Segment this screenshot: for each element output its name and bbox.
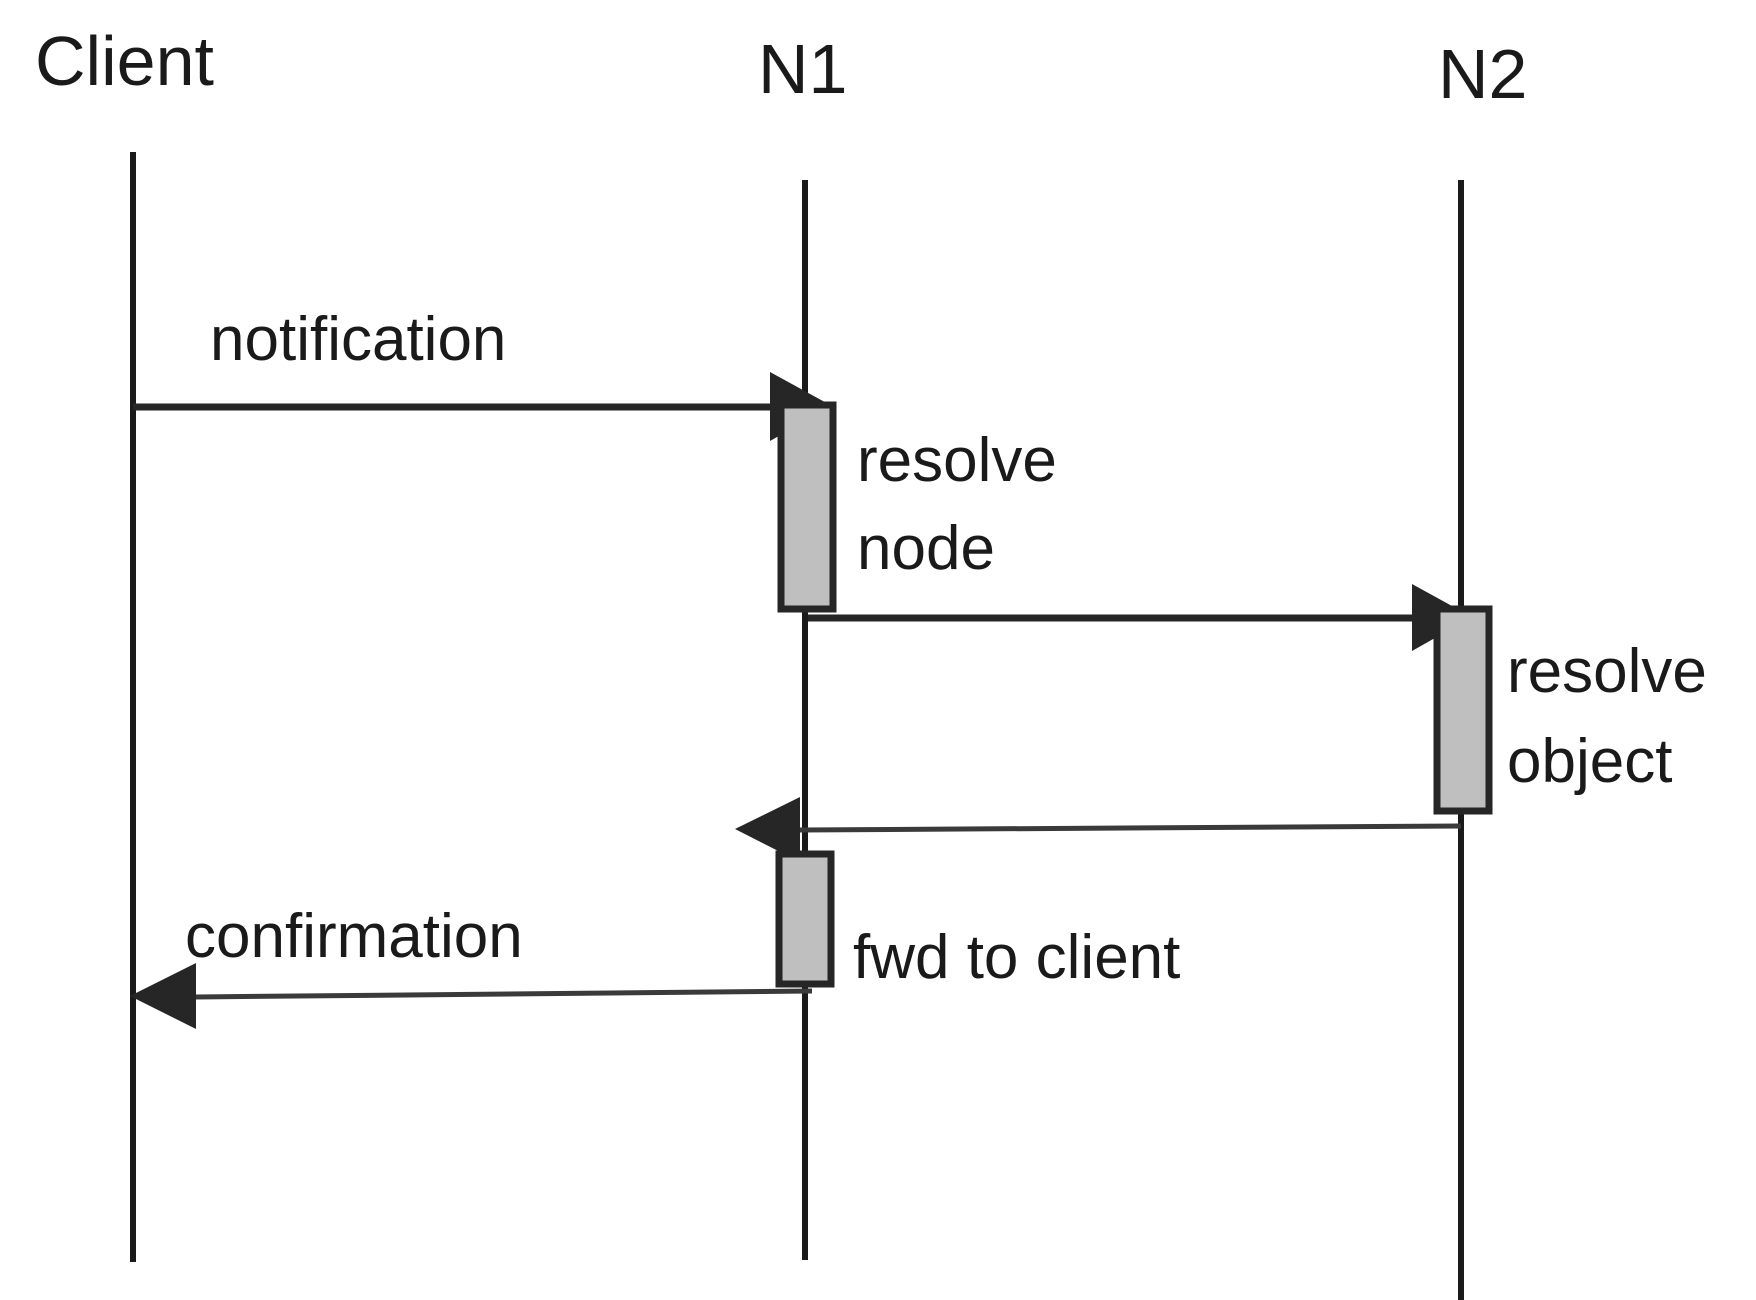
activation-bar-resolve-node — [777, 401, 837, 613]
activation-label-resolve-node-line2: node — [857, 514, 995, 583]
activation-bar-resolve-object — [1433, 605, 1493, 815]
message-arrow-resolve-reply — [799, 823, 1462, 833]
activation-label-resolve-object-line1: resolve — [1507, 637, 1707, 706]
message-label-confirmation: confirmation — [185, 902, 523, 971]
activation-bar-fwd-to-client — [775, 850, 835, 988]
arrowhead-left-resolve-reply — [735, 797, 800, 862]
activation-label-resolve-node-line1: resolve — [857, 426, 1057, 495]
activation-label-resolve-object-line2: object — [1507, 727, 1672, 796]
message-arrow-confirmation — [195, 988, 813, 1000]
lifeline-label-client: Client — [35, 22, 214, 100]
arrowhead-left-confirmation — [130, 963, 196, 1029]
lifeline-label-n1: N1 — [758, 30, 847, 108]
lifeline-label-n2: N2 — [1438, 35, 1527, 113]
message-label-notification: notification — [210, 305, 506, 374]
activation-label-fwd-to-client-line1: fwd to client — [853, 923, 1180, 992]
